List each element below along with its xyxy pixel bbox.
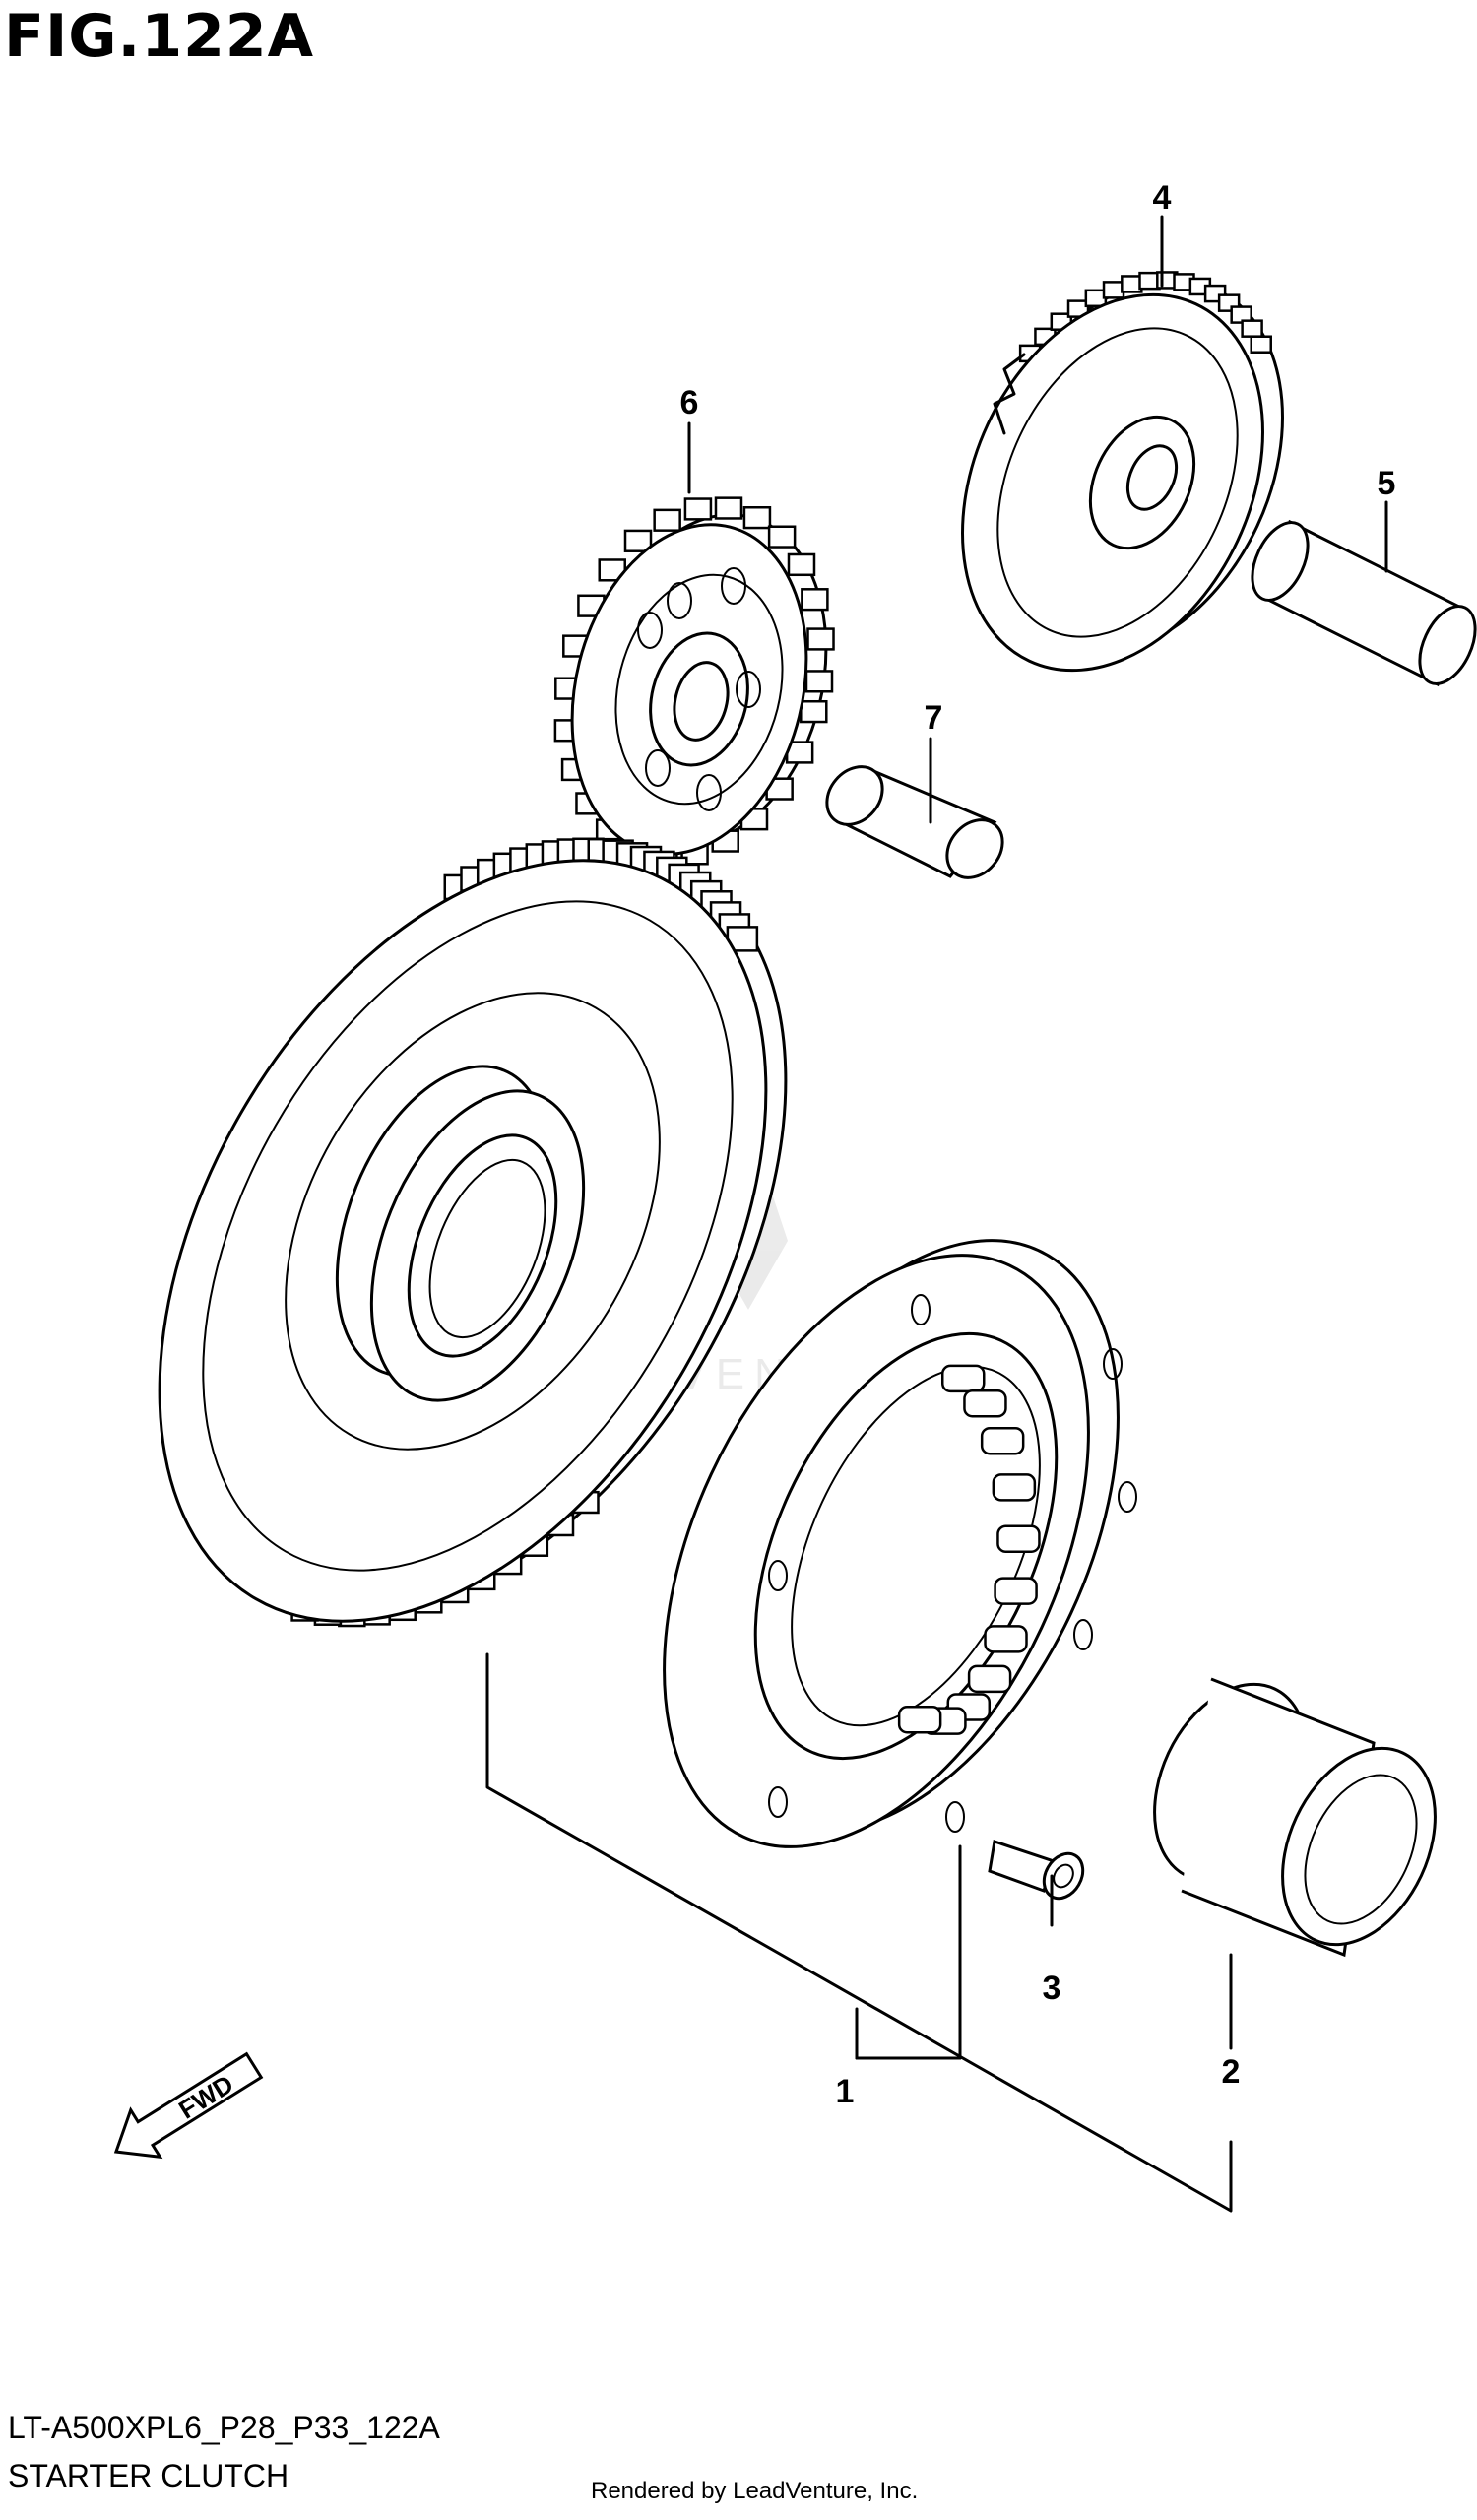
diagram-code: LT-A500XPL6_P28_P33_122A: [8, 2410, 440, 2445]
figure-title: FIG.122A: [4, 2, 315, 71]
rendered-by: Rendered by LeadVenture, Inc.: [591, 2478, 919, 2504]
leader-lines: [485, 215, 1388, 2213]
callout-4: 4: [1153, 179, 1172, 217]
fwd-arrow-icon: FWD: [113, 2051, 264, 2160]
part-2-needle-bearing[interactable]: [1124, 1659, 1465, 1969]
part-4-idler-gear[interactable]: [905, 231, 1341, 720]
part-7-shaft-pin[interactable]: [815, 755, 1013, 888]
part-3-bolt[interactable]: [988, 1840, 1091, 1906]
callout-6: 6: [680, 384, 699, 421]
starter-driven-gear[interactable]: [34, 744, 911, 1726]
part-1-starter-clutch[interactable]: [578, 1174, 1204, 1913]
callout-5: 5: [1378, 465, 1396, 502]
callout-7: 7: [925, 699, 943, 737]
part-5-shaft[interactable]: [1241, 514, 1477, 692]
callout-2: 2: [1222, 2053, 1241, 2091]
part-6-drive-gear[interactable]: [539, 489, 859, 879]
callout-3: 3: [1043, 1970, 1061, 2007]
callout-1: 1: [836, 2073, 855, 2110]
assembly-name: STARTER CLUTCH: [8, 2458, 289, 2493]
